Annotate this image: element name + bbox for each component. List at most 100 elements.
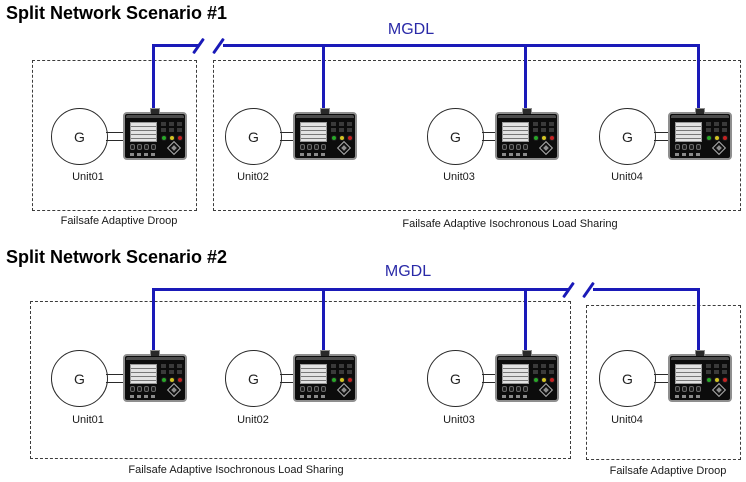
controller-display [502, 122, 529, 142]
controller-softkey-row [161, 122, 185, 126]
controller-display [300, 122, 327, 142]
controller-function-glyphs [675, 395, 702, 398]
controller-function-glyphs [502, 153, 529, 156]
controller-keypad [675, 386, 705, 393]
key-icon [300, 144, 305, 150]
s1-u3-generator-circle: G [427, 108, 484, 165]
led-green-icon [331, 135, 337, 141]
led-yellow-icon [541, 135, 547, 141]
controller-softkey-row [533, 364, 557, 368]
s2-u2-coupling-lines [280, 374, 293, 383]
led-red-icon [722, 135, 728, 141]
brand-diamond-icon [711, 382, 727, 398]
s2-u4-controller [668, 350, 732, 402]
s2-u4-bus-drop [697, 288, 700, 351]
controller-status-leds [533, 135, 557, 143]
key-icon [502, 386, 507, 392]
controller-softkey-row [161, 128, 185, 132]
s1-u4-bus-drop [697, 44, 700, 108]
s2-bus-label: MGDL [384, 263, 432, 280]
scenario1-title: Split Network Scenario #1 [6, 3, 228, 23]
s1-group-droop-box [32, 60, 197, 211]
s2-group-droop-label: Failsafe Adaptive Droop [609, 465, 727, 477]
led-green-icon [533, 377, 539, 383]
controller-keypad [300, 144, 330, 151]
led-yellow-icon [339, 135, 345, 141]
bus-port-notch [522, 108, 532, 114]
s2-u3-bus-drop [524, 288, 527, 351]
led-red-icon [177, 135, 183, 141]
controller-top-strip [498, 115, 556, 118]
led-green-icon [706, 135, 712, 141]
controller-display [675, 364, 702, 384]
generator-letter: G [74, 128, 85, 145]
s1-u2-generator-circle: G [225, 108, 282, 165]
bus-port-notch [695, 350, 705, 356]
s1-u1-label: Unit01 [72, 171, 104, 183]
led-yellow-icon [541, 377, 547, 383]
bus-port-notch [320, 350, 330, 356]
key-icon [300, 386, 305, 392]
s1-u2-controller [293, 108, 357, 160]
key-icon [523, 144, 528, 150]
controller-function-glyphs [130, 395, 157, 398]
controller-status-leds [533, 377, 557, 385]
brand-diamond-icon [336, 140, 352, 156]
controller-softkey-row [533, 122, 557, 126]
led-red-icon [347, 135, 353, 141]
s2-u1-bus-drop [152, 288, 155, 351]
led-yellow-icon [169, 377, 175, 383]
controller-top-strip [126, 115, 184, 118]
controller-softkey-row [706, 370, 730, 374]
s2-u1-controller [123, 350, 187, 402]
s2-group-isochronous-box [30, 301, 571, 459]
s2-u3-label: Unit03 [443, 414, 475, 426]
key-icon [516, 144, 521, 150]
generator-letter: G [450, 128, 461, 145]
generator-letter: G [248, 370, 259, 387]
key-icon [689, 386, 694, 392]
controller-display [130, 122, 157, 142]
s2-u3-coupling-lines [482, 374, 495, 383]
key-icon [130, 144, 135, 150]
key-icon [523, 386, 528, 392]
s1-group-isochronous-label: Failsafe Adaptive Isochronous Load Shari… [402, 218, 618, 230]
controller-status-leds [161, 135, 185, 143]
led-red-icon [347, 377, 353, 383]
s2-u1-coupling-lines [106, 374, 123, 383]
led-green-icon [161, 377, 167, 383]
controller-function-glyphs [300, 395, 327, 398]
key-icon [516, 386, 521, 392]
controller-keypad [300, 386, 330, 393]
s2-u3-controller [495, 350, 559, 402]
controller-display [130, 364, 157, 384]
controller-status-leds [161, 377, 185, 385]
controller-status-leds [706, 135, 730, 143]
controller-top-strip [126, 357, 184, 360]
s2-u2-generator-circle: G [225, 350, 282, 407]
brand-diamond-icon [336, 382, 352, 398]
brand-diamond-icon [166, 140, 182, 156]
key-icon [321, 144, 326, 150]
brand-diamond-icon [538, 140, 554, 156]
controller-softkey-row [533, 128, 557, 132]
s1-u1-controller [123, 108, 187, 160]
controller-function-glyphs [675, 153, 702, 156]
s2-bus-segment-right [593, 288, 700, 291]
controller-status-leds [331, 135, 355, 143]
led-green-icon [533, 135, 539, 141]
controller-softkey-row [331, 128, 355, 132]
led-yellow-icon [169, 135, 175, 141]
key-icon [321, 386, 326, 392]
key-icon [682, 144, 687, 150]
controller-top-strip [296, 115, 354, 118]
generator-letter: G [74, 370, 85, 387]
key-icon [307, 386, 312, 392]
led-red-icon [177, 377, 183, 383]
key-icon [509, 144, 514, 150]
s2-u2-label: Unit02 [237, 414, 269, 426]
bus-port-notch [522, 350, 532, 356]
s2-u3-generator-circle: G [427, 350, 484, 407]
s1-u2-label: Unit02 [237, 171, 269, 183]
